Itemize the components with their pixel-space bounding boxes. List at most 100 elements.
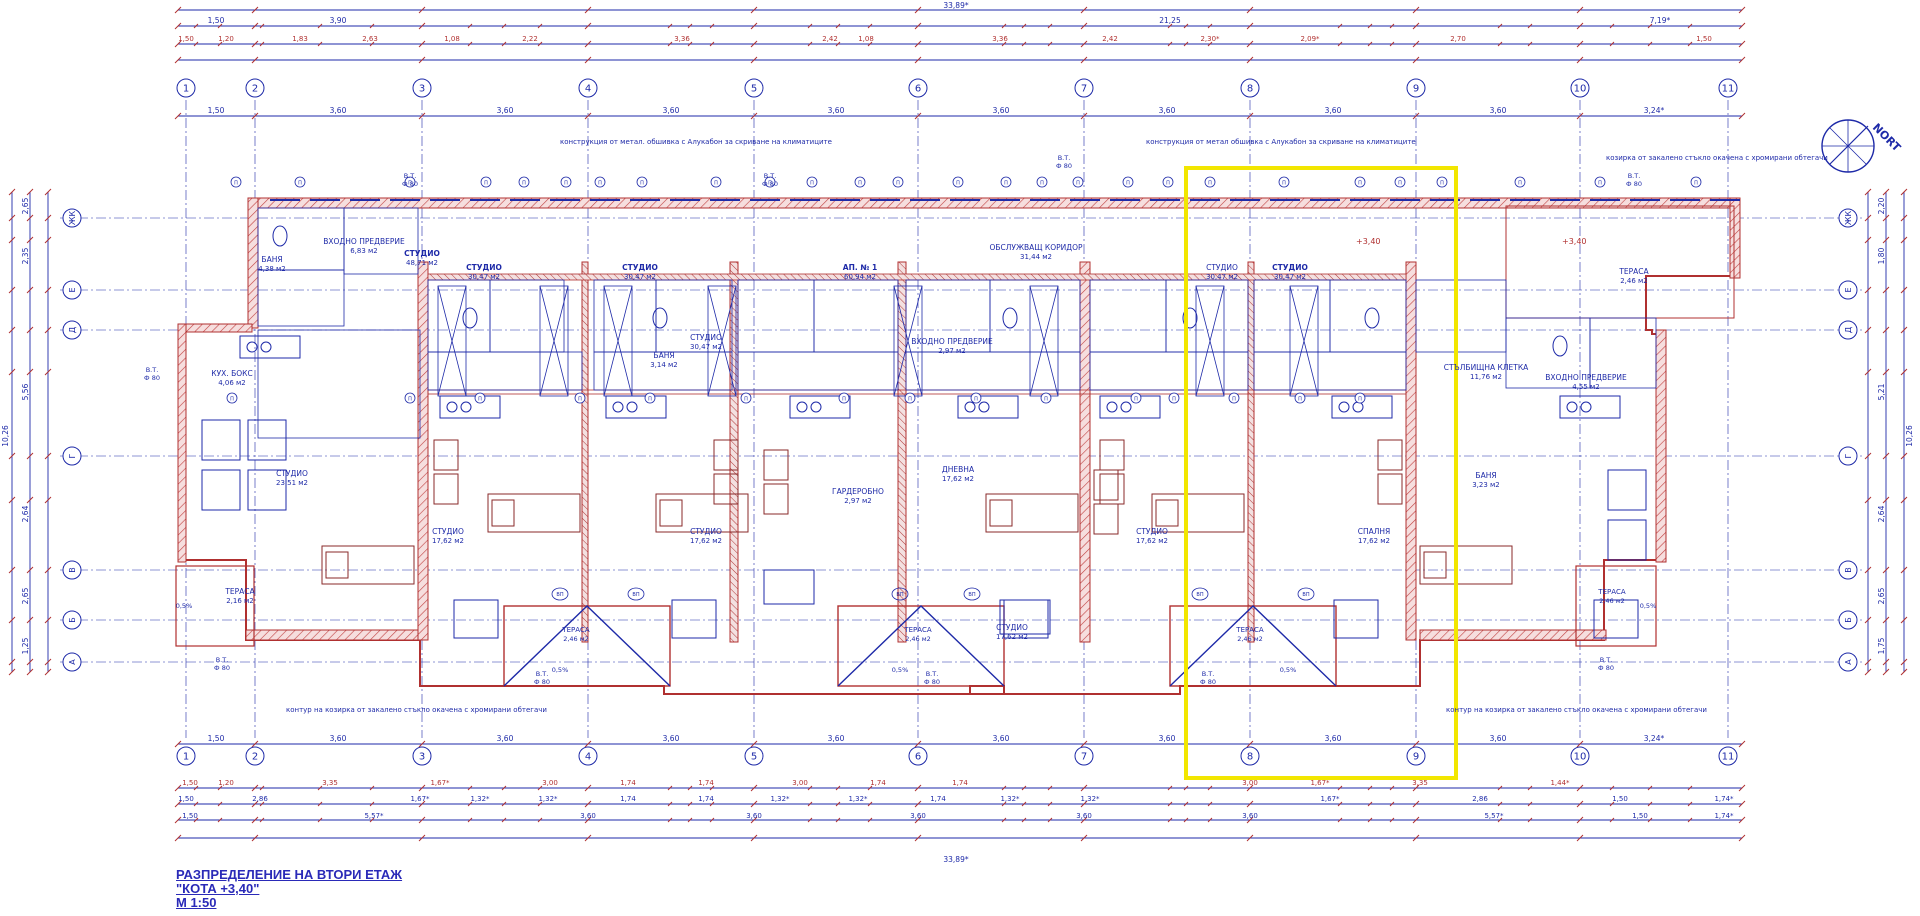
svg-text:ВП: ВП — [632, 592, 639, 598]
svg-text:ТЕРАСА: ТЕРАСА — [1235, 626, 1264, 634]
svg-text:П: П — [1040, 181, 1044, 187]
level-mark-1: +3,40 — [1356, 237, 1381, 246]
row-label: Г — [1844, 453, 1853, 458]
svg-text:0,5%: 0,5% — [1280, 666, 1297, 674]
svg-text:БАНЯ: БАНЯ — [261, 255, 282, 264]
downpipe-marker: В.Т.Ф 80 — [924, 670, 940, 686]
svg-text:П: П — [1208, 181, 1212, 187]
svg-text:30,47 м2: 30,47 м2 — [1274, 273, 1306, 281]
svg-text:П: П — [408, 181, 412, 187]
svg-text:П: П — [230, 397, 234, 403]
svg-text:ВХОДНО ПРЕДВЕРИЕ: ВХОДНО ПРЕДВЕРИЕ — [911, 337, 993, 346]
furniture — [201, 225, 1647, 639]
note-ac-right: конструкция от метал обшивка с Алукабон … — [1146, 138, 1416, 146]
svg-text:В.Т.: В.Т. — [1202, 670, 1215, 678]
svg-text:П: П — [522, 181, 526, 187]
svg-text:П: П — [1298, 397, 1302, 403]
svg-text:СТУДИО: СТУДИО — [1136, 527, 1168, 536]
svg-text:П: П — [1044, 397, 1048, 403]
svg-text:2,97 м2: 2,97 м2 — [844, 497, 872, 505]
svg-text:4,55 м2: 4,55 м2 — [1572, 383, 1600, 391]
svg-text:СТУДИО: СТУДИО — [1272, 263, 1308, 272]
dimension-label: 2,64 — [21, 505, 30, 522]
dimension-label: 3,60 — [330, 734, 347, 743]
grid-bubble — [1074, 746, 1094, 766]
dimension-label: 1,50 — [208, 16, 225, 25]
svg-text:В.Т.: В.Т. — [1058, 154, 1071, 162]
grid-label: 2 — [252, 84, 258, 95]
svg-text:П: П — [1518, 181, 1522, 187]
note-ac-left: конструкция от метал. обшивка с Алукабон… — [560, 138, 832, 146]
grid-bubble — [578, 746, 598, 766]
dimension-label: 1,50 — [1696, 35, 1712, 43]
dimension-label: 3,36 — [992, 35, 1008, 43]
svg-text:Ф 80: Ф 80 — [1598, 664, 1614, 672]
marker-circle — [1036, 176, 1048, 188]
dimension-label: 3,60 — [1159, 734, 1176, 743]
svg-text:П: П — [1076, 181, 1080, 187]
dimension-label: 2,09* — [1300, 35, 1320, 43]
svg-text:СТУДИО: СТУДИО — [1206, 263, 1238, 272]
overall-dimension-bottom: 33,89* — [943, 855, 968, 864]
svg-text:ВП: ВП — [1196, 592, 1203, 598]
dimension-label: 1,32* — [1000, 795, 1020, 803]
left-total-dimension: 10,26 — [1, 425, 10, 447]
grid-label: 3 — [419, 752, 425, 763]
svg-text:2,46 м2: 2,46 м2 — [563, 635, 589, 643]
marker-circle — [1354, 176, 1366, 188]
dimension-label: 1,50 — [182, 779, 198, 787]
svg-text:П: П — [810, 181, 814, 187]
grid-bubble — [744, 746, 764, 766]
dimension-label: 2,30* — [1200, 35, 1220, 43]
dimension-label: 1,32* — [848, 795, 868, 803]
dimension-label: 1,08 — [858, 35, 874, 43]
svg-text:П: П — [648, 397, 652, 403]
dimension-label: 1,44* — [1550, 779, 1570, 787]
grid-label: 2 — [252, 752, 258, 763]
grid-bubble — [908, 78, 928, 98]
svg-text:П: П — [1358, 181, 1362, 187]
svg-text:11,76 м2: 11,76 м2 — [1470, 373, 1502, 381]
dimension-label: 1,74 — [698, 795, 714, 803]
svg-text:17,62 м2: 17,62 м2 — [1358, 537, 1390, 545]
grid-bubble — [245, 746, 265, 766]
dimension-label: 3,60 — [746, 812, 762, 820]
downpipe-marker: В.Т.Ф 80 — [1056, 154, 1072, 170]
dimension-label: 1,83 — [292, 35, 308, 43]
dimension-label: 3,60 — [1159, 106, 1176, 115]
room-partitions — [257, 199, 1740, 687]
dimension-label: 3,60 — [910, 812, 926, 820]
svg-text:Ф 80: Ф 80 — [762, 180, 778, 188]
svg-text:П: П — [1598, 181, 1602, 187]
dimension-label: 3,60 — [828, 734, 845, 743]
dimension-label: 2,65 — [21, 197, 30, 214]
svg-text:ВХОДНО ПРЕДВЕРИЕ: ВХОДНО ПРЕДВЕРИЕ — [323, 237, 405, 246]
svg-text:П: П — [842, 397, 846, 403]
caption-title: РАЗПРЕДЕЛЕНИЕ НА ВТОРИ ЕТАЖ — [176, 867, 403, 882]
svg-text:Ф 80: Ф 80 — [534, 678, 550, 686]
svg-text:17,62 м2: 17,62 м2 — [996, 633, 1028, 641]
dimension-label: 3,60 — [1242, 812, 1258, 820]
grid-label: 7 — [1081, 752, 1087, 763]
svg-text:П: П — [744, 397, 748, 403]
row-label: Е — [1844, 287, 1853, 292]
dimension-label: 2,20 — [1877, 197, 1886, 214]
marker-circle — [1594, 176, 1606, 188]
dimension-label: 3,60 — [497, 106, 514, 115]
grid-label: 9 — [1413, 84, 1419, 95]
dimension-label: 2,65 — [1877, 587, 1886, 604]
grid-bubble — [578, 78, 598, 98]
svg-text:П: П — [896, 181, 900, 187]
dimension-label: 5,57* — [364, 812, 384, 820]
marker-circle — [1072, 176, 1084, 188]
row-label: Г — [68, 453, 77, 458]
svg-text:П: П — [564, 181, 568, 187]
